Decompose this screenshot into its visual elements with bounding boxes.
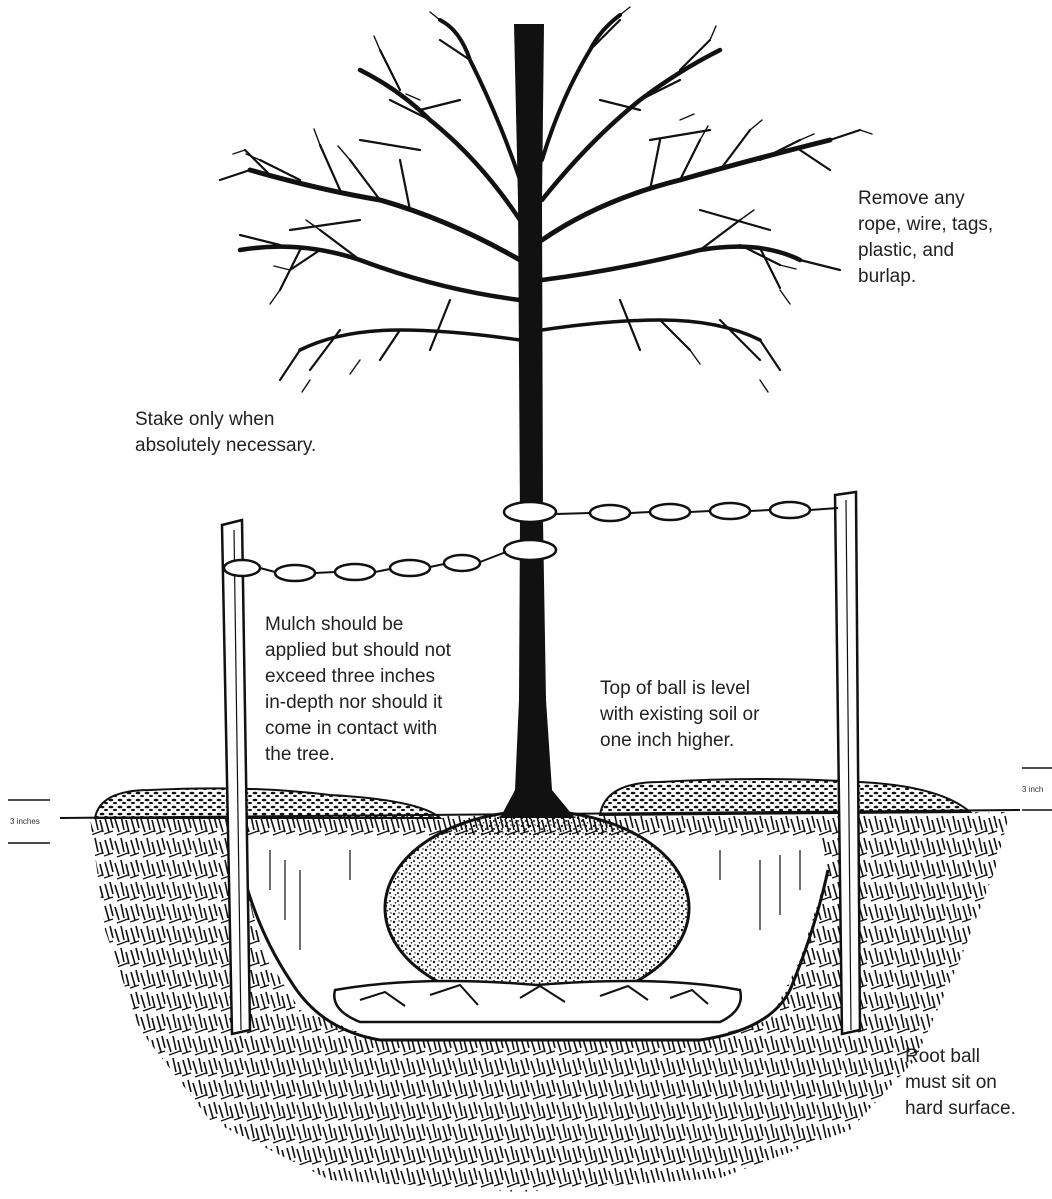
staking-note: Stake only when absolutely necessary. [135, 407, 316, 459]
tree-trunk [500, 24, 575, 818]
root-ball-surface-note: Root ball must sit on hard surface. [905, 1044, 1016, 1122]
remove-materials-note: Remove any rope, wire, tags, plastic, an… [858, 186, 993, 290]
root-ball [385, 811, 689, 1005]
depth-label-left: 3 inches [10, 817, 40, 826]
mulch-depth-note: Mulch should be applied but should not e… [265, 612, 451, 768]
tree-canopy [220, 7, 872, 392]
depth-label-right: 3 inch [1022, 785, 1043, 794]
stake-straps [224, 502, 810, 581]
hard-surface-base [334, 981, 741, 1022]
ball-level-note: Top of ball is level with existing soil … [600, 676, 759, 754]
